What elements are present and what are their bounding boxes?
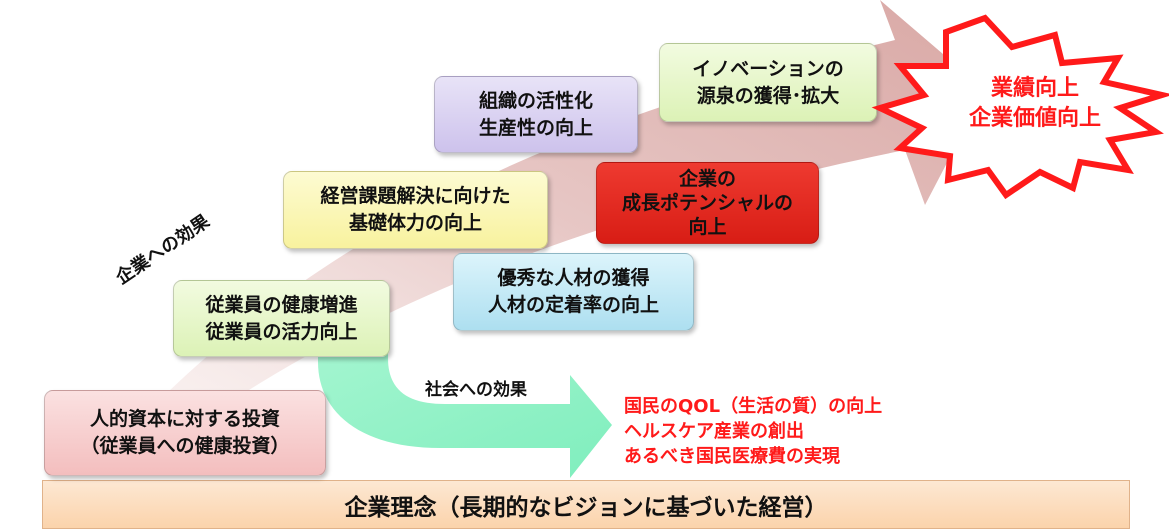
- talent-line1: 優秀な人材の獲得: [497, 267, 650, 289]
- investment-line2: （従業員への健康投資）: [80, 435, 290, 457]
- society-outcome-healthcare-industry: ヘルスケア産業の創出: [624, 421, 804, 442]
- basic-strength-box: 経営課題解決に向けた 基礎体力の向上: [283, 171, 548, 249]
- society-outcomes: 国民のQOL（生活の質）の向上 ヘルスケア産業の創出 あるべき国民医療費の実現: [624, 394, 882, 469]
- organization-box: 組織の活性化 生産性の向上: [434, 76, 638, 153]
- talent-line2: 人材の定着率の向上: [487, 294, 659, 316]
- basic-strength-line1: 経営課題解決に向けた: [320, 185, 511, 207]
- growth-potential-line3: 向上: [688, 216, 727, 238]
- result-burst-text: 業績向上 企業価値向上: [930, 74, 1140, 134]
- investment-line1: 人的資本に対する投資: [89, 408, 280, 430]
- innovation-line1: イノベーションの: [692, 57, 844, 80]
- innovation-line2: 源泉の獲得･拡大: [696, 84, 840, 107]
- organization-line2: 生産性の向上: [478, 116, 593, 139]
- organization-line1: 組織の活性化: [478, 89, 593, 112]
- talent-box: 優秀な人材の獲得 人材の定着率の向上: [453, 253, 694, 331]
- growth-potential-box: 企業の 成長ポテンシャルの 向上: [596, 162, 819, 244]
- innovation-box: イノベーションの 源泉の獲得･拡大: [659, 43, 877, 122]
- growth-potential-line1: 企業の: [678, 168, 736, 190]
- result-line1: 業績向上: [990, 76, 1079, 101]
- society-effect-arrow: [318, 345, 612, 478]
- result-line2: 企業価値向上: [968, 106, 1101, 131]
- employee-health-line1: 従業員の健康増進: [205, 293, 358, 316]
- corporate-philosophy-text: 企業理念（長期的なビジョンに基づいた経営）: [344, 494, 828, 521]
- employee-health-box: 従業員の健康増進 従業員の活力向上: [173, 280, 390, 357]
- society-outcome-qol: 国民のQOL（生活の質）の向上: [624, 396, 883, 417]
- basic-strength-line2: 基礎体力の向上: [348, 212, 482, 234]
- society-effect-label: 社会への効果: [425, 380, 527, 400]
- investment-box: 人的資本に対する投資 （従業員への健康投資）: [44, 390, 326, 476]
- society-outcome-medical-cost: あるべき国民医療費の実現: [624, 446, 840, 467]
- corporate-philosophy-bar: 企業理念（長期的なビジョンに基づいた経営）: [42, 480, 1130, 529]
- employee-health-line2: 従業員の活力向上: [205, 320, 358, 343]
- growth-potential-line2: 成長ポテンシャルの: [621, 192, 793, 214]
